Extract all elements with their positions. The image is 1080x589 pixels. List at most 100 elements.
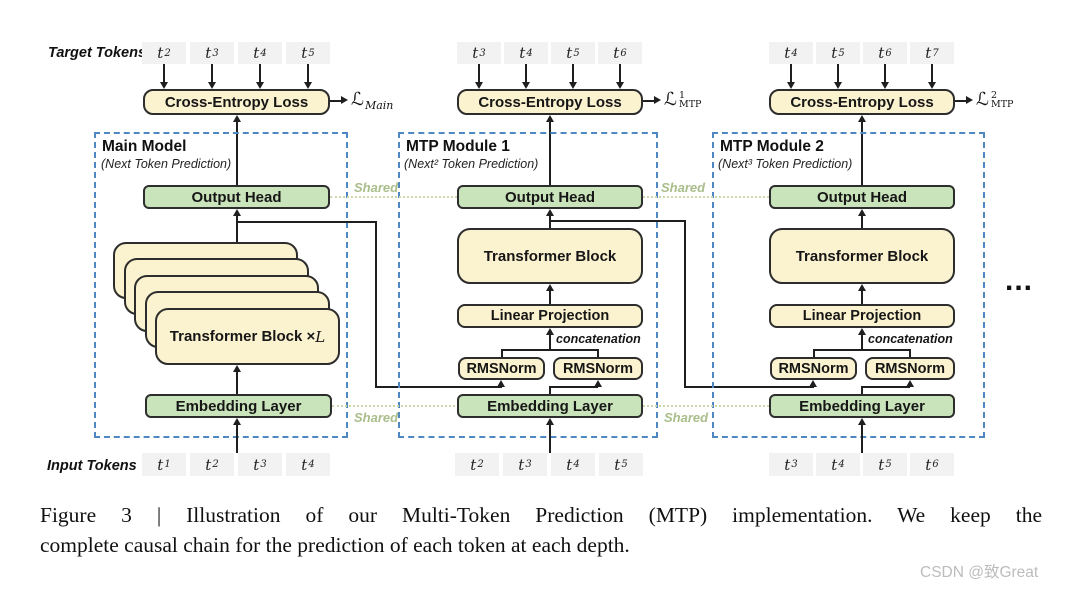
connector: [307, 64, 309, 83]
transformer-block-box: Transformer Block: [457, 228, 643, 284]
connector: [330, 100, 341, 102]
shared-label: Shared: [354, 410, 399, 425]
arrowhead: [787, 82, 795, 89]
caption-line-1: Figure 3 | Illustration of our Multi-Tok…: [40, 503, 1042, 527]
connector: [375, 221, 377, 387]
connector: [884, 64, 886, 83]
arrowhead: [304, 82, 312, 89]
arrowhead: [546, 209, 554, 216]
output-head-box: Output Head: [457, 185, 643, 209]
connector: [861, 215, 863, 228]
connector: [236, 215, 238, 242]
connector: [619, 64, 621, 83]
arrowhead: [256, 82, 264, 89]
arrowhead: [546, 115, 554, 122]
arrowhead: [233, 115, 241, 122]
connector: [501, 349, 503, 357]
connector: [813, 349, 815, 357]
connector: [236, 424, 238, 453]
mtp-module-2-frame: [712, 132, 985, 438]
stack-var: L: [315, 327, 326, 346]
arrowhead: [233, 209, 241, 216]
connector: [837, 64, 839, 83]
connector: [861, 386, 910, 388]
arrowhead: [809, 380, 817, 387]
transformer-block-box: Transformer Block: [769, 228, 955, 284]
connector: [236, 121, 238, 185]
connector: [909, 349, 911, 357]
arrowhead: [233, 365, 241, 372]
arrowhead: [834, 82, 842, 89]
module-title: Main Model: [102, 138, 187, 155]
arrowhead: [858, 115, 866, 122]
arrowhead: [546, 284, 554, 291]
figure-caption: Figure 3 | Illustration of our Multi-Tok…: [40, 500, 1042, 560]
rmsnorm-left-box: RMSNorm: [770, 357, 857, 380]
module-title: MTP Module 1: [406, 138, 510, 155]
arrowhead: [160, 82, 168, 89]
connector: [597, 349, 599, 357]
cross-entropy-box: Cross-Entropy Loss: [143, 89, 330, 115]
target-tokens-label: Target Tokens: [48, 45, 147, 61]
ellipsis: ...: [1005, 264, 1034, 297]
mtp-module-1-frame: [398, 132, 658, 438]
module-subtitle: (Next Token Prediction): [101, 157, 232, 171]
connector: [684, 220, 686, 387]
arrowhead: [858, 328, 866, 335]
arrowhead: [522, 82, 530, 89]
arrowhead: [616, 82, 624, 89]
rmsnorm-left-box: RMSNorm: [458, 357, 545, 380]
linear-projection-box: Linear Projection: [457, 304, 643, 328]
shared-dotted-line: [330, 196, 457, 198]
arrowhead: [906, 380, 914, 387]
connector: [790, 64, 792, 83]
arrowhead: [233, 418, 241, 425]
concatenation-label: concatenation: [868, 332, 953, 346]
connector: [549, 290, 551, 304]
module-title: MTP Module 2: [720, 138, 824, 155]
output-head-box: Output Head: [143, 185, 330, 209]
connector: [549, 386, 551, 394]
embedding-layer-box: Embedding Layer: [769, 394, 955, 418]
module-subtitle: (Next³ Token Prediction): [718, 157, 853, 171]
connector: [375, 386, 502, 388]
rmsnorm-right-box: RMSNorm: [865, 357, 955, 380]
connector: [861, 386, 863, 394]
shared-label: Shared: [664, 410, 709, 425]
connector: [237, 221, 376, 223]
shared-label: Shared: [661, 180, 706, 195]
embedding-layer-box: Embedding Layer: [457, 394, 643, 418]
cross-entropy-box: Cross-Entropy Loss: [457, 89, 643, 115]
arrowhead: [858, 284, 866, 291]
connector: [549, 424, 551, 453]
connector: [549, 386, 598, 388]
connector: [525, 64, 527, 83]
connector: [163, 64, 165, 83]
embedding-layer-box: Embedding Layer: [145, 394, 332, 418]
arrowhead: [569, 82, 577, 89]
connector: [259, 64, 261, 83]
shared-dotted-line: [643, 405, 769, 407]
cross-entropy-box: Cross-Entropy Loss: [769, 89, 955, 115]
connector: [931, 64, 933, 83]
connector: [550, 220, 685, 222]
